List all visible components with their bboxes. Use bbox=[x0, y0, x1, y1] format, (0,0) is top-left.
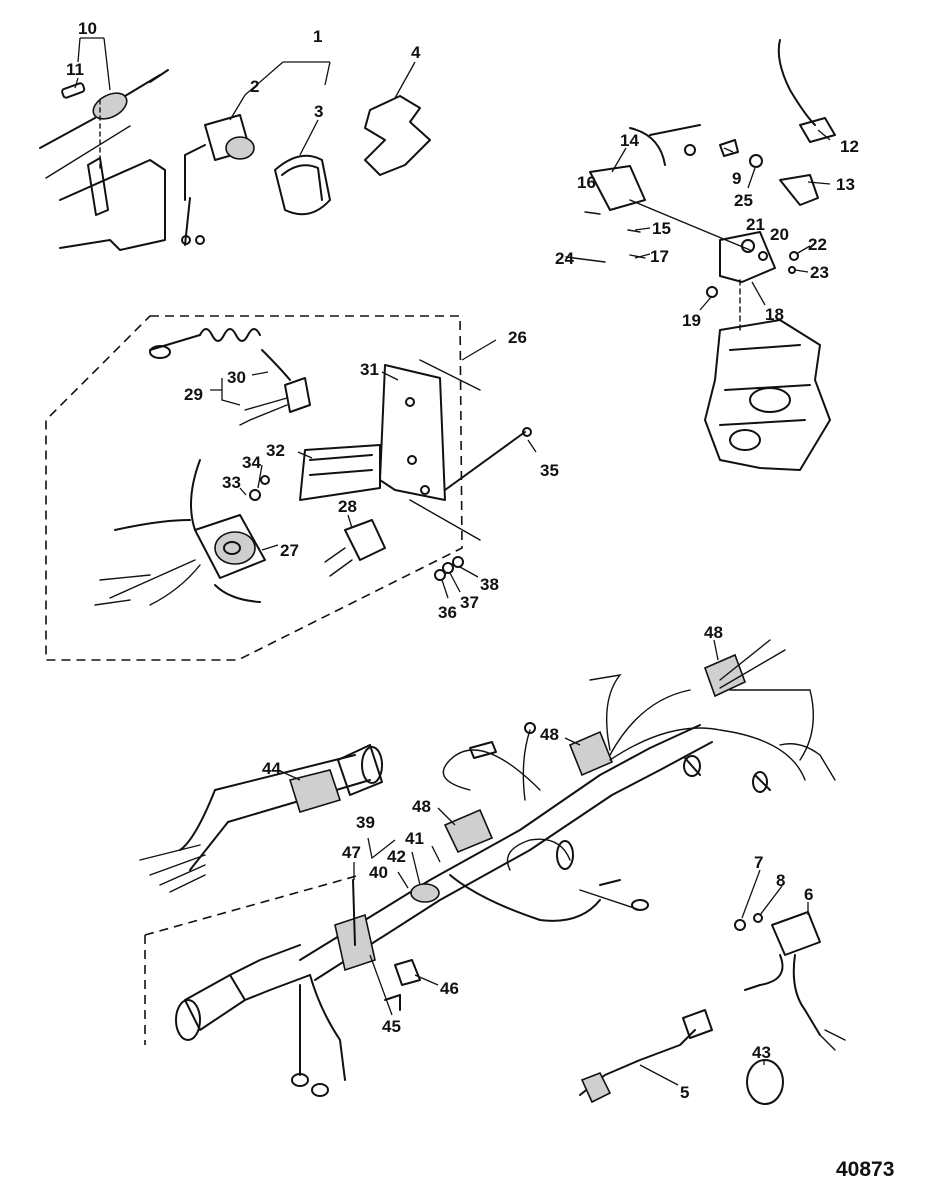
callout-48-top: 48 bbox=[704, 623, 723, 642]
callout-14: 14 bbox=[620, 131, 639, 150]
callout-45: 45 bbox=[382, 1017, 401, 1036]
callout-40: 40 bbox=[369, 863, 388, 882]
callout-30: 30 bbox=[227, 368, 246, 387]
callout-10: 10 bbox=[78, 19, 97, 38]
callout-36: 36 bbox=[438, 603, 457, 622]
callout-27: 27 bbox=[280, 541, 299, 560]
callout-42: 42 bbox=[387, 847, 406, 866]
callout-1: 1 bbox=[313, 27, 322, 46]
callout-4: 4 bbox=[411, 43, 421, 62]
fuse-holder-assembly bbox=[39, 69, 169, 251]
callout-8: 8 bbox=[776, 871, 785, 890]
callout-37: 37 bbox=[460, 593, 479, 612]
callout-20: 20 bbox=[770, 225, 789, 244]
callout-16: 16 bbox=[577, 173, 596, 192]
callout-31: 31 bbox=[360, 360, 379, 379]
callout-44: 44 bbox=[262, 759, 281, 778]
callout-25: 25 bbox=[734, 191, 753, 210]
callout-33: 33 bbox=[222, 473, 241, 492]
callout-48-lower: 48 bbox=[412, 797, 431, 816]
callout-26: 26 bbox=[508, 328, 527, 347]
callout-13: 13 bbox=[836, 175, 855, 194]
callout-18: 18 bbox=[765, 305, 784, 324]
callout-19: 19 bbox=[682, 311, 701, 330]
callout-35: 35 bbox=[540, 461, 559, 480]
callout-38: 38 bbox=[480, 575, 499, 594]
callout-22: 22 bbox=[808, 235, 827, 254]
callout-2: 2 bbox=[250, 77, 259, 96]
misc-parts-lower-right bbox=[579, 911, 846, 1105]
callout-12: 12 bbox=[840, 137, 859, 156]
callout-32: 32 bbox=[266, 441, 285, 460]
wiring-harness bbox=[139, 639, 836, 1097]
callout-41: 41 bbox=[405, 829, 424, 848]
switch-assembly bbox=[181, 95, 431, 246]
callout-15: 15 bbox=[652, 219, 671, 238]
callout-29: 29 bbox=[184, 385, 203, 404]
callout-6: 6 bbox=[804, 885, 813, 904]
callout-5: 5 bbox=[680, 1083, 689, 1102]
panel-kit bbox=[94, 328, 532, 606]
callout-28: 28 bbox=[338, 497, 357, 516]
callout-43: 43 bbox=[752, 1043, 771, 1062]
callout-34: 34 bbox=[242, 453, 261, 472]
callout-7: 7 bbox=[754, 853, 763, 872]
callout-9: 9 bbox=[732, 169, 741, 188]
callout-48-middle: 48 bbox=[540, 725, 559, 744]
callout-17: 17 bbox=[650, 247, 669, 266]
figure-number: 40873 bbox=[836, 1158, 894, 1181]
callout-46: 46 bbox=[440, 979, 459, 998]
callout-3: 3 bbox=[314, 102, 323, 121]
callout-11: 11 bbox=[66, 60, 84, 79]
callout-24: 24 bbox=[555, 249, 574, 268]
callout-labels: 1 2 3 4 10 11 12 13 14 9 25 16 15 21 20 … bbox=[66, 19, 859, 1102]
rectifier-assembly bbox=[565, 39, 836, 471]
callout-21: 21 bbox=[746, 215, 765, 234]
callout-23: 23 bbox=[810, 263, 829, 282]
callout-39: 39 bbox=[356, 813, 375, 832]
callout-47: 47 bbox=[342, 843, 361, 862]
leader-lines bbox=[74, 37, 831, 1086]
